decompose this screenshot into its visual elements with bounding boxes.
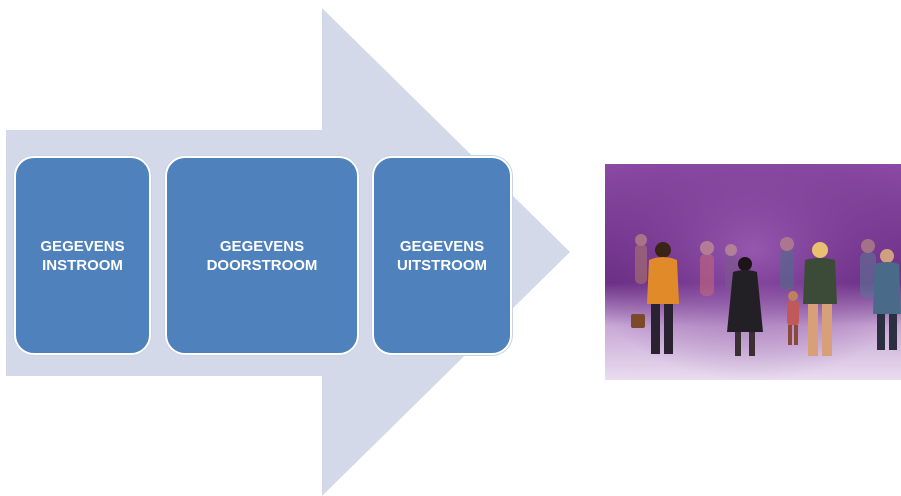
step-instroom: GEGEVENS INSTROOM: [14, 156, 151, 355]
step-uitstroom-label: GEGEVENS UITSTROOM: [397, 238, 487, 274]
step-instroom-label: GEGEVENS INSTROOM: [40, 238, 125, 274]
step-doorstroom-label: GEGEVENS DOORSTROOM: [206, 238, 318, 274]
step-doorstroom: GEGEVENS DOORSTROOM: [165, 156, 359, 355]
crowd-figures-photo: [605, 164, 901, 380]
step-uitstroom: GEGEVENS UITSTROOM: [372, 156, 512, 355]
